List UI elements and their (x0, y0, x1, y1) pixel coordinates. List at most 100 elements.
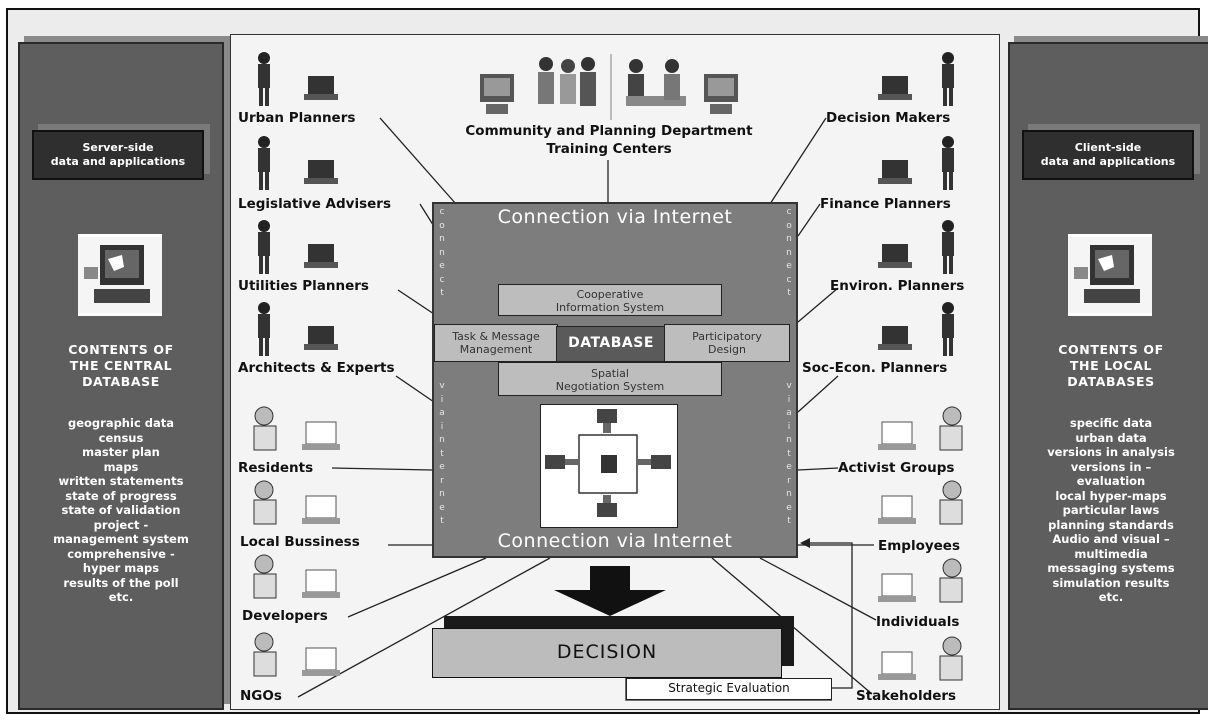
participatory-design: Participatory Design (664, 324, 790, 362)
person-with-laptop-icon (872, 300, 966, 358)
top-center-line2: Training Centers (546, 141, 672, 157)
strategic-evaluation-box: Strategic Evaluation (626, 678, 832, 700)
participatory-line1: Participatory (692, 330, 762, 343)
vertical-text-glyph: via internet (439, 381, 445, 526)
client-item: multimedia (1074, 546, 1148, 561)
person-with-laptop-icon (872, 134, 966, 192)
client-item: local hyper-maps (1055, 488, 1167, 503)
spatial-negotiation-system: Spatial Negotiation System (498, 362, 722, 396)
server-item: written statements (58, 474, 184, 488)
cartoon-person-with-laptop-icon (874, 556, 974, 608)
cartoon-person-with-laptop-icon (874, 478, 974, 530)
client-title-line2: data and applications (1040, 155, 1176, 168)
cooperative-information-system: Cooperative Information System (498, 284, 722, 316)
client-heading-line: THE LOCAL (1069, 358, 1153, 373)
client-item: planning standards (1048, 517, 1174, 532)
role-label-left: Architects & Experts (238, 360, 395, 376)
server-item: hyper maps (82, 561, 160, 575)
server-item: maps (103, 459, 139, 474)
server-item: management system (53, 532, 189, 546)
network-computers-icon (540, 404, 678, 528)
cartoon-person-with-laptop-icon (244, 478, 344, 530)
server-item: geographic data (67, 416, 175, 430)
cartoon-person-with-laptop-icon (244, 552, 344, 604)
vertical-text-glyph: connect (439, 207, 445, 298)
client-item: versions in – (1070, 459, 1152, 474)
server-contents-list: geographic data census master plan maps … (20, 416, 222, 605)
vertical-text-glyph: via internet (786, 381, 792, 526)
role-label-right: Decision Makers (826, 110, 951, 126)
connection-label-bottom: Connection via Internet (497, 530, 733, 552)
role-label-right: Soc-Econ. Planners (802, 360, 948, 376)
client-side-panel: Client-side data and applications CONTEN… (1008, 42, 1208, 710)
decision-box: DECISION (432, 628, 782, 678)
role-label-right: Activist Groups (838, 460, 955, 476)
client-contents-heading: CONTENTS OF THE LOCAL DATABASES (1010, 342, 1208, 390)
server-item: master plan (82, 445, 160, 459)
role-label-right: Environ. Planners (830, 278, 965, 294)
server-side-title: Server-side data and applications (32, 130, 204, 180)
vertical-text-internet-right: via internet (783, 380, 795, 529)
role-label-left: Urban Planners (238, 110, 356, 126)
person-with-laptop-icon (250, 300, 344, 358)
top-center-label: Community and Planning Department Traini… (0, 122, 1208, 158)
server-heading-line: DATABASE (82, 374, 160, 389)
server-item: state of progress (65, 488, 177, 503)
role-label-left: Residents (238, 460, 314, 476)
task-line1: Task & Message (452, 330, 540, 343)
computer-icon (78, 234, 162, 316)
role-label-right: Employees (878, 538, 961, 554)
vertical-text-internet-left: via internet (436, 380, 448, 529)
client-title-line1: Client-side (1074, 141, 1142, 154)
client-item: urban data (1075, 430, 1147, 445)
connection-label-top: Connection via Internet (497, 206, 733, 228)
role-label-left: NGOs (240, 688, 282, 704)
cartoon-person-with-laptop-icon (874, 404, 974, 456)
spatial-line1: Spatial (591, 367, 629, 380)
server-item: results of the poll (63, 575, 179, 590)
client-item: messaging systems (1047, 561, 1175, 575)
server-side-panel: Server-side data and applications CONTEN… (18, 42, 224, 710)
role-label-left: Utilities Planners (238, 278, 369, 294)
server-heading-line: CONTENTS OF (68, 342, 174, 357)
role-label-right: Finance Planners (820, 196, 951, 212)
client-item: specific data (1069, 416, 1153, 430)
client-heading-line: DATABASES (1067, 374, 1155, 389)
cooperative-line1: Cooperative (576, 288, 644, 301)
client-item: simulation results (1052, 575, 1170, 590)
client-item: etc. (1098, 590, 1124, 604)
server-item: state of validation (61, 503, 181, 517)
person-with-laptop-icon (250, 134, 344, 192)
role-label-left: Local Bussiness (240, 534, 360, 550)
server-contents-heading: CONTENTS OF THE CENTRAL DATABASE (20, 342, 222, 390)
role-label-left: Developers (242, 608, 328, 624)
role-label-left: Legislative Advisers (238, 196, 391, 212)
cartoon-person-with-laptop-icon (244, 630, 344, 682)
cooperative-line2: Information System (555, 301, 665, 314)
client-item: particular laws (1062, 503, 1160, 517)
server-item: census (98, 430, 144, 445)
server-title-line1: Server-side (82, 141, 154, 154)
database-box: DATABASE (556, 326, 666, 362)
role-label-right: Stakeholders (856, 688, 957, 704)
person-with-laptop-icon (250, 50, 344, 108)
top-center-line1: Community and Planning Department (465, 123, 753, 139)
client-item: Audio and visual – (1052, 532, 1170, 546)
vertical-text-connect-right: connect (783, 206, 795, 301)
server-title-line2: data and applications (50, 155, 186, 168)
down-arrow-icon (552, 566, 668, 618)
participatory-line2: Design (708, 343, 746, 356)
task-message-management: Task & Message Management (434, 324, 558, 362)
client-item: evaluation (1076, 474, 1146, 488)
person-with-laptop-icon (872, 218, 966, 276)
vertical-text-connect-left: connect (436, 206, 448, 301)
cartoon-person-with-laptop-icon (244, 404, 344, 456)
server-heading-line: THE CENTRAL (69, 358, 173, 373)
vertical-text-glyph: connect (786, 207, 792, 298)
people-and-computers-icon (476, 52, 744, 122)
client-side-title: Client-side data and applications (1022, 130, 1194, 180)
person-with-laptop-icon (250, 218, 344, 276)
cartoon-person-with-laptop-icon (874, 634, 974, 686)
client-contents-list: specific data urban data versions in ana… (1010, 416, 1208, 605)
person-with-laptop-icon (872, 50, 966, 108)
